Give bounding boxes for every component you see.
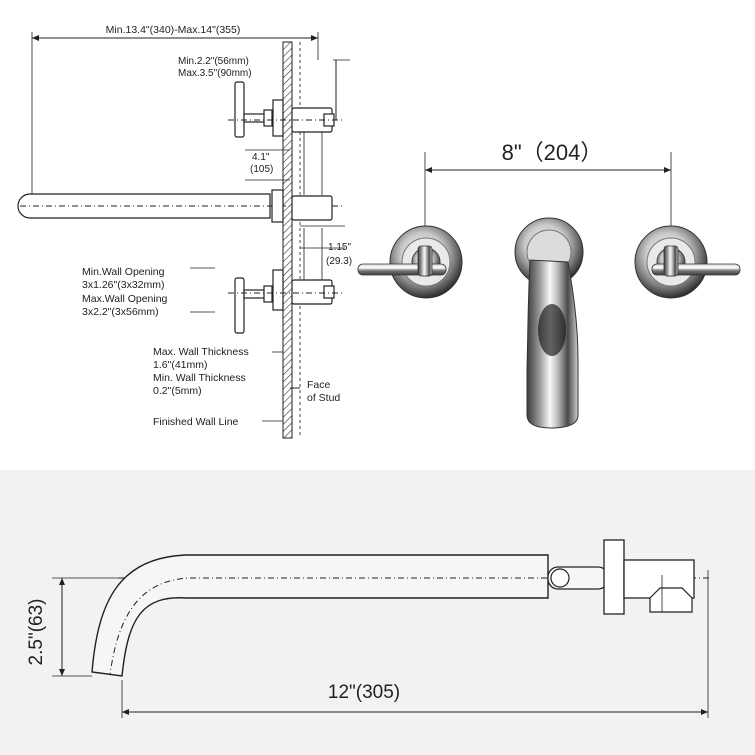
wall-opening-max-value: 3x2.2"(3x56mm) [82, 306, 159, 318]
finished-wall-line-label: Finished Wall Line [153, 416, 239, 428]
spout-offset-mm: (29.3) [326, 256, 352, 267]
supply-pipe-lower [303, 228, 323, 280]
wall-opening-max-label: Max.Wall Opening [82, 293, 168, 305]
wall-thickness-max-value: 1.6"(41mm) [153, 359, 208, 371]
right-handle-photo [634, 225, 741, 299]
wall-opening-min-label: Min.Wall Opening [82, 266, 165, 278]
front-view: 8"（204） [357, 140, 741, 429]
spout-photo [514, 217, 584, 429]
wall-thickness-min-value: 0.2"(5mm) [153, 385, 202, 397]
spout-profile: 2.5"(63) 12"(305) [26, 539, 710, 718]
spout-length-label: 12"(305) [328, 682, 400, 703]
spout-flange [603, 539, 625, 615]
overall-reach-label: Min.13.4"(340)-Max.14"(355) [106, 24, 241, 36]
handle-spacing-label: 8"（204） [502, 140, 603, 165]
wall-section [282, 41, 293, 439]
spout-offset-label: 1.15" [328, 242, 351, 253]
drop-height-label: 2.5"(63) [26, 599, 47, 666]
face-of-stud-line1: Face [307, 379, 331, 391]
left-handle-photo [357, 225, 463, 299]
spout-side [17, 189, 345, 223]
supply-pipe-upper [303, 132, 323, 195]
top-handle-side [228, 81, 345, 138]
face-of-stud-line2: of Stud [307, 392, 340, 404]
wall-thickness-max-label: Max. Wall Thickness [153, 346, 249, 358]
handle-proj-min-label: Min.2.2"(56mm) [178, 56, 249, 67]
wall-opening-min-value: 3x1.26"(3x32mm) [82, 279, 165, 291]
handle-proj-max-label: Max.3.5"(90mm) [178, 68, 252, 79]
wall-thickness-min-label: Min. Wall Thickness [153, 372, 246, 384]
top-panel [0, 0, 755, 470]
spout-waterway [109, 577, 560, 676]
handle-to-spout-label: 4.1" [252, 152, 270, 163]
handle-to-spout-mm: (105) [250, 164, 273, 175]
bottom-handle-side [228, 269, 345, 334]
elevation-drawing: Min.13.4"(340)-Max.14"(355) Min.2.2"(56m… [17, 24, 352, 439]
spout-body [91, 554, 549, 677]
